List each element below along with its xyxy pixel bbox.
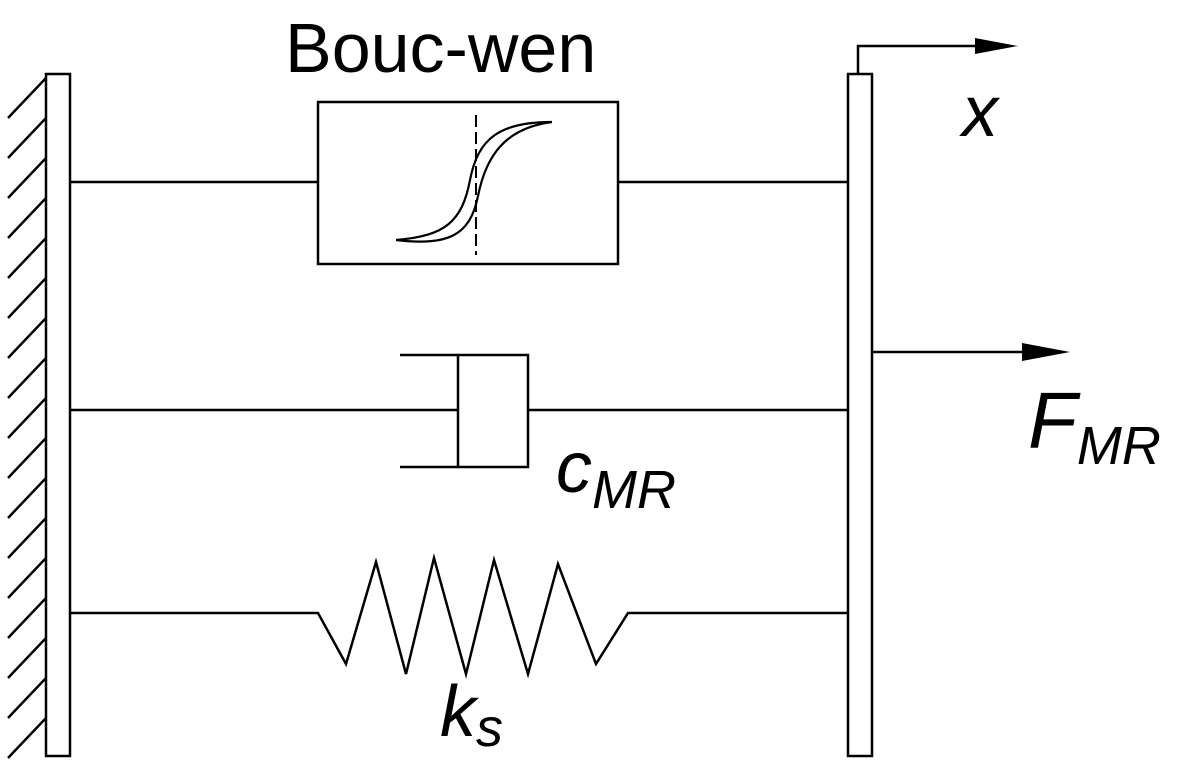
bouc-wen-label: Bouc-wen: [285, 9, 596, 87]
damping-coefficient-label: cMR: [556, 428, 676, 520]
moving-plate: [846, 72, 874, 758]
fixed-wall-plate: [44, 72, 72, 758]
displacement-arrow: [856, 38, 1018, 74]
force-arrow: [872, 343, 1070, 361]
force-label: FMR: [1028, 376, 1161, 476]
hysteresis-loop: [395, 120, 553, 242]
ground-hatching: [7, 77, 47, 759]
damper-element: [70, 353, 848, 469]
displacement-label: x: [959, 72, 1001, 152]
bouc-wen-element: [70, 100, 848, 266]
spring-stiffness-label: ks: [440, 672, 503, 758]
spring-element: [70, 553, 848, 679]
